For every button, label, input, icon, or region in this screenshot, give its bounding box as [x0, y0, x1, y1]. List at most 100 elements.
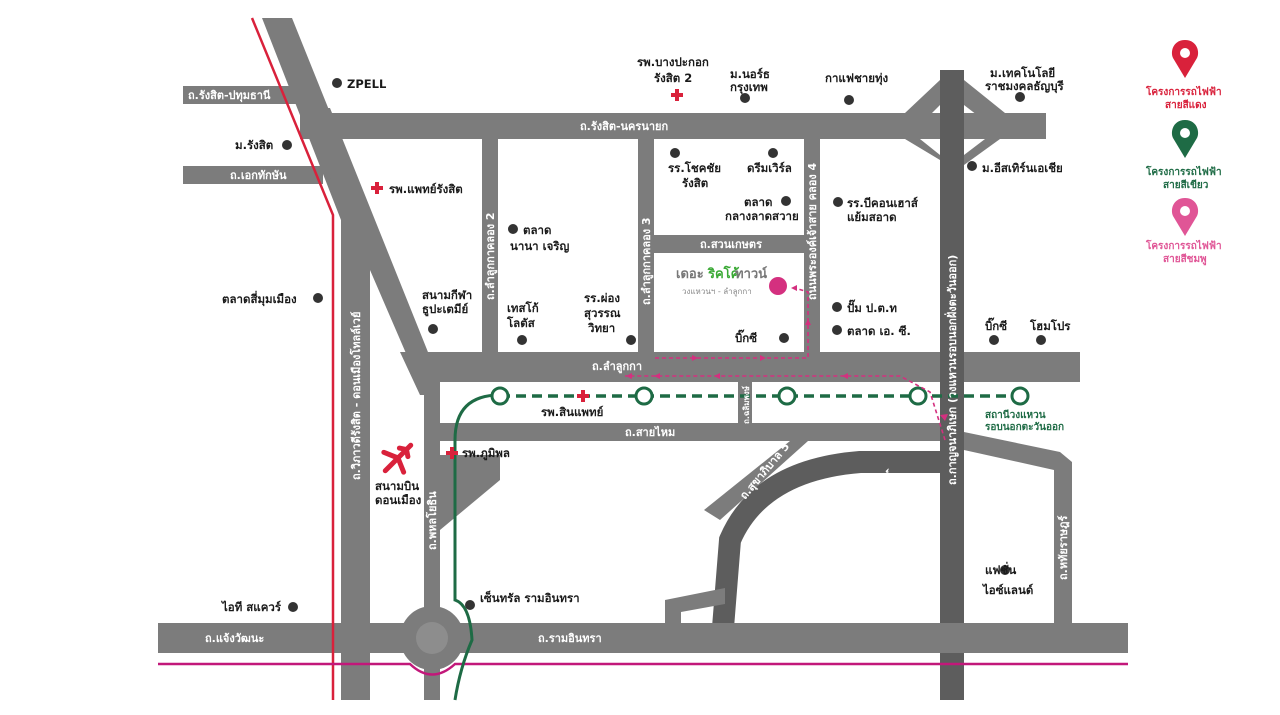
road-lamlukka-2 — [482, 139, 498, 354]
legend-pink-label-1: โครงการรถไฟฟ้า — [1145, 239, 1222, 252]
place-tesco-2: โลตัส — [506, 315, 536, 330]
road-interchange-ramp-ne — [964, 80, 1005, 125]
station-khlong4-label: สถานีคลอง 4 — [760, 407, 819, 419]
station-khlong4-marker[interactable] — [777, 386, 797, 406]
place-ptt: ปั๊ม ป.ต.ท — [847, 299, 897, 315]
hospital-cross-icon — [371, 182, 383, 194]
place-rr-phong-3: วิทยา — [587, 321, 615, 335]
red-line-track — [250, 17, 335, 700]
airplane-icon — [381, 442, 414, 475]
road-ramintra — [158, 623, 1128, 653]
place-big-c-1: บิ๊กซี — [735, 329, 757, 345]
place-rph-bhumibol: รพ.ภูมิพล — [462, 446, 510, 461]
road-ekthakhan — [183, 166, 323, 184]
place-m-tech-2: ราชมงคลธัญบุรี — [985, 79, 1064, 94]
place-m-north-1: ม.นอร์ธ — [730, 67, 770, 81]
road-interchange-ramp-se — [964, 139, 1000, 165]
route-arrows — [626, 285, 948, 421]
hospital-cross-icon — [671, 89, 683, 101]
place-central: เซ็นทรัล รามอินทรา — [480, 590, 580, 605]
road-sukhaphiban5 — [704, 441, 808, 520]
label-vibhavadi: ถ.วิภาวดีรังสิต - ดอนเมืองโทลล์เวย์ — [349, 312, 363, 480]
road-hathairat — [964, 432, 1072, 625]
label-rangsit-nakhon: ถ.รังสิต-นครนายก — [580, 120, 668, 133]
road-kanchanaphisek — [940, 70, 964, 700]
place-rr-bcon-1: รร.บีคอนเฮาส์ — [847, 196, 919, 210]
station-khlong5-marker[interactable] — [908, 386, 928, 406]
project-marker[interactable] — [769, 277, 787, 295]
place-talad-nana-1: ตลาด — [523, 223, 551, 237]
pink-line-track — [158, 662, 1128, 676]
station-khlong5-label: สถานีคลอง 5 — [870, 407, 929, 419]
label-lamlukka: ถ.ลำลูกกา — [592, 360, 642, 374]
station-khukhot-label: สถานีคูคต — [477, 407, 521, 420]
place-dots — [282, 78, 1046, 612]
label-suankaset: ถ.สวนเกษตร — [700, 238, 762, 251]
place-m-tech-1: ม.เทคโนโลยี — [990, 65, 1055, 80]
project-brand-3: ทาวน์ — [735, 266, 767, 282]
legend-red — [1171, 40, 1199, 78]
place-airport-2: ดอนเมือง — [375, 493, 422, 507]
place-m-eastern: ม.อีสเทิร์นเอเชีย — [982, 161, 1063, 175]
road-bhumibol-link — [440, 455, 500, 530]
road-rangsit-pathum — [183, 86, 298, 104]
label-phra-ong-chao: ถนนพระองค์เจ้าสาย คลอง 4 — [806, 162, 819, 300]
label-kanchanaphisek: ถ.กาญจนาภิเษก (วงแหวนรอบนอกฝั่งตะวันออก) — [944, 255, 959, 485]
map-pin-icon — [1171, 120, 1199, 158]
place-it-square: ไอที สแควร์ — [220, 600, 282, 614]
legend-red-label-1: โครงการรถไฟฟ้า — [1145, 85, 1222, 98]
place-talad-lat-2: กลางลาดสวาย — [725, 209, 799, 223]
legend-pink-label-2: สายสีชมพู — [1163, 253, 1207, 266]
project-subtitle: วงแหวนฯ - ลำลูกกา — [682, 287, 752, 297]
place-rr-chokchai-1: รร.โชคชัย — [668, 160, 721, 175]
station-outer-ring-label-2: รอบนอกตะวันออก — [985, 421, 1064, 433]
station-outer-ring-label-1: สถานีวงแหวน — [985, 409, 1046, 421]
place-fashion-1: แฟชั่น — [985, 561, 1016, 577]
place-fashion-2: ไอซ์แลนด์ — [981, 583, 1033, 597]
legend-green-label-2: สายสีเขียว — [1163, 179, 1209, 191]
legend: โครงการรถไฟฟ้า สายสีแดง โครงการรถไฟฟ้า ส… — [1145, 40, 1222, 266]
place-big-c-2: บิ๊กซี — [985, 317, 1007, 333]
place-rr-chokchai-2: รังสิต — [682, 176, 708, 190]
road-saimai — [440, 423, 940, 441]
road-rangsit-nakhon — [300, 113, 1046, 139]
road-suankaset — [654, 235, 804, 253]
legend-red-label-2: สายสีแดง — [1165, 99, 1207, 111]
label-chaengwattana: ถ.แจ้งวัฒนะ — [205, 632, 264, 645]
label-lamlukka-3: ถ.ลำลูกกาคลอง 3 — [640, 217, 654, 305]
road-expressway — [711, 451, 940, 641]
station-khlong3-label: สถานีคลอง 3 — [630, 407, 689, 419]
place-stadium-1: สนามกีฬา — [422, 288, 472, 302]
place-rph-bangpakok-1: รพ.บางปะกอก — [637, 55, 709, 69]
green-stations — [490, 386, 1030, 406]
station-outer-ring-marker[interactable] — [1010, 386, 1030, 406]
road-chalermwong — [738, 368, 752, 428]
place-homepro: โฮมโปร — [1029, 318, 1071, 333]
station-khukhot-marker[interactable] — [490, 386, 510, 406]
label-hathairat: ถ.หทัยราษฎร์ — [1057, 515, 1070, 580]
map-pin-icon — [1171, 40, 1199, 78]
road-interchange-ramp-sw — [905, 139, 940, 160]
legend-green-label-1: โครงการรถไฟฟ้า — [1145, 165, 1222, 178]
project-brand-1: เดอะ — [676, 267, 704, 282]
road-lamlukka-3 — [638, 139, 654, 354]
place-talad-nana-2: นานา เจริญ — [510, 239, 569, 253]
hospital-icons — [371, 89, 683, 459]
place-rph-sinphat: รพ.สินแพทย์ — [541, 405, 603, 419]
place-kafae: กาแฟชายทุ่ง — [825, 71, 889, 86]
legend-green — [1171, 120, 1199, 158]
road-small-link — [665, 588, 725, 623]
project-location[interactable]: เดอะ ริคโค้ ทาวน์ วงแหวนฯ - ลำลูกกา — [676, 265, 787, 297]
place-zpell: ZPELL — [347, 77, 387, 91]
roundabout-inner — [416, 622, 448, 654]
place-talad-simummuang: ตลาดสี่มุมเมือง — [222, 290, 297, 307]
place-airport-1: สนามบิน — [375, 479, 419, 493]
place-rph-bangpakok-2: รังสิต 2 — [654, 71, 692, 85]
place-tesco-1: เทสโก้ — [507, 300, 539, 315]
label-rangsit-pathum: ถ.รังสิต-ปทุมธานี — [188, 89, 271, 103]
place-rr-phong-2: สุวรรณ — [584, 306, 621, 321]
place-stadium-2: ธูปะเตมีย์ — [422, 302, 468, 317]
place-rr-phong-1: รร.ผ่อง — [584, 291, 620, 305]
station-khlong3-marker[interactable] — [634, 386, 654, 406]
